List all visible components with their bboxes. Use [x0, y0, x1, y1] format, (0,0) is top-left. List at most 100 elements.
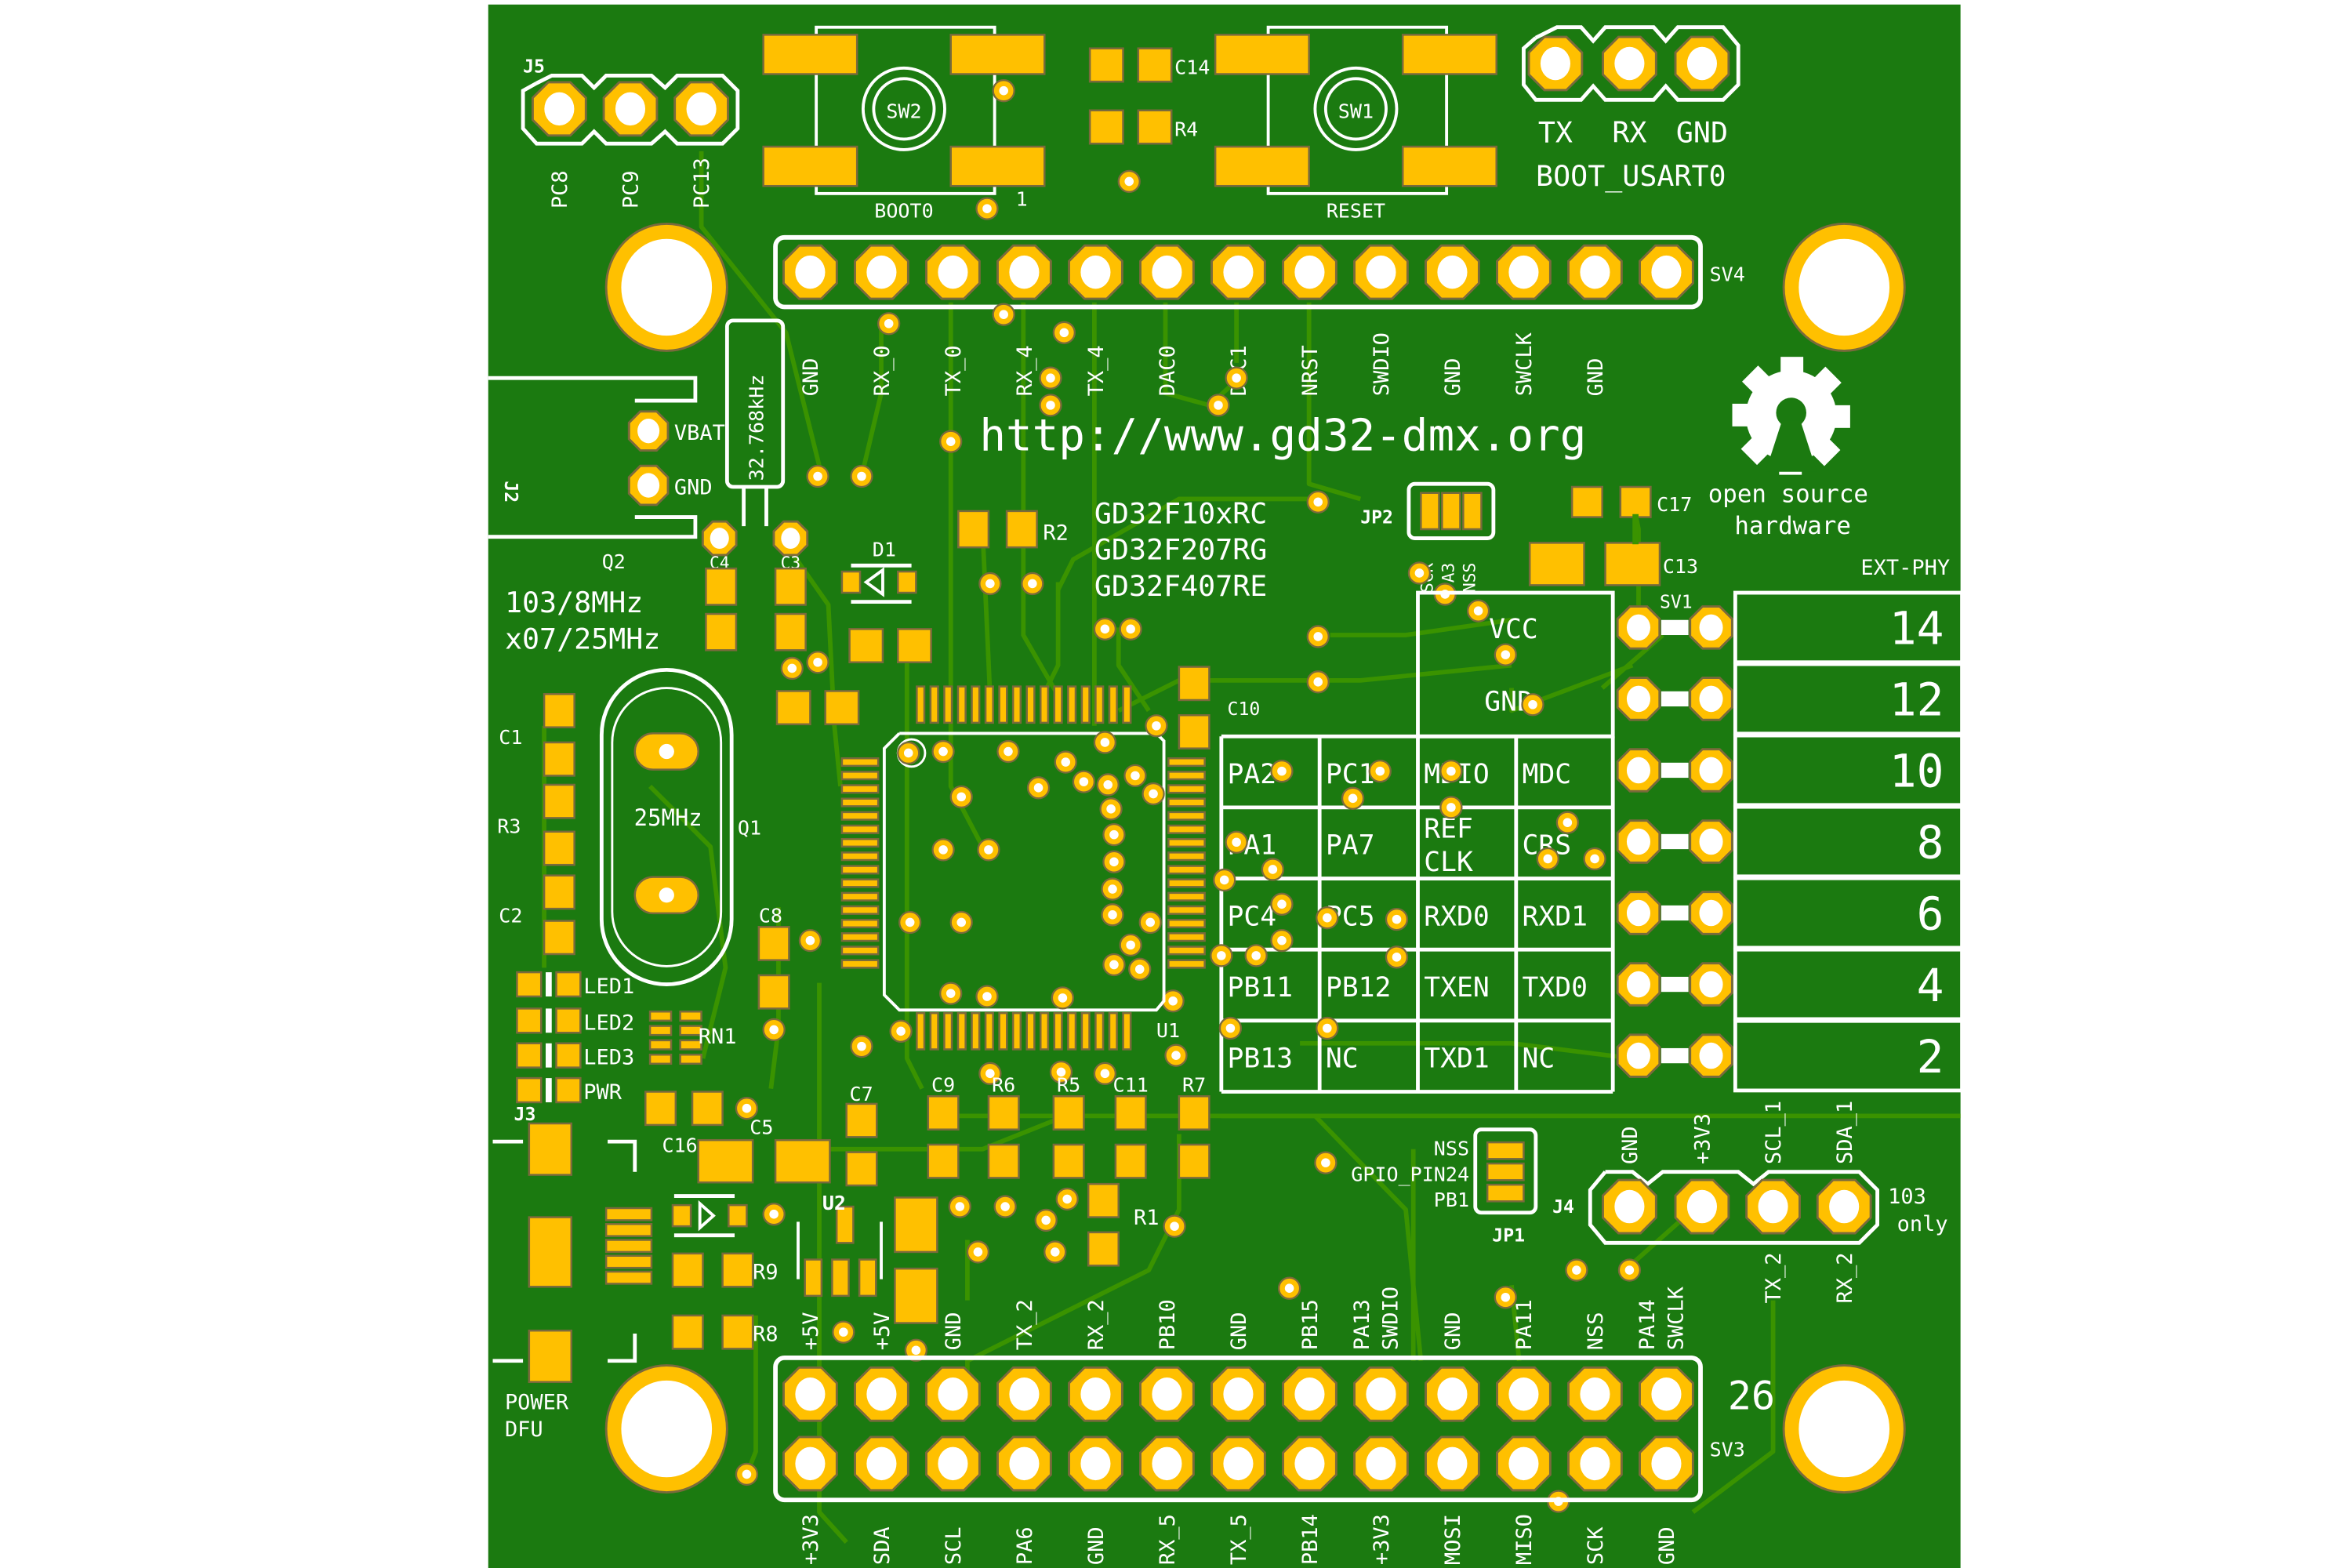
smd-pad	[927, 1095, 960, 1131]
via-hole	[1000, 1202, 1010, 1211]
mounting-hole-drill	[621, 238, 713, 336]
phy-signal-label: PB13	[1228, 1044, 1294, 1075]
phy-signal-label: TXD1	[1424, 1044, 1490, 1075]
qfp-pad	[840, 891, 880, 902]
led-polarity-mark	[546, 1043, 552, 1068]
qfp-pad	[998, 685, 1008, 724]
via-hole	[1392, 914, 1402, 924]
via-hole	[999, 85, 1008, 96]
refdes-led3: LED3	[583, 1046, 634, 1070]
drill-hole	[1366, 255, 1396, 289]
smd-pad	[957, 510, 990, 549]
via-hole	[1473, 606, 1483, 615]
via-hole	[1217, 951, 1226, 960]
smd-pad	[848, 628, 884, 663]
via-hole	[984, 845, 993, 855]
qfp-pad	[1094, 685, 1105, 724]
sv4-outline	[773, 234, 1703, 310]
via-hole	[1171, 1051, 1181, 1060]
qfp-pad	[971, 1011, 981, 1051]
via-hole	[956, 792, 967, 802]
via-hole	[1219, 875, 1229, 885]
phy-signal-label-line: CLK	[1424, 847, 1473, 878]
sv3-bottom-pin-label: SCL	[942, 1526, 966, 1565]
phy-pin-table: VCCGNDPA2PC1MDIOMDCPA1PA7REFCLKCRSPC4PC5…	[1161, 590, 1615, 1094]
smd-pad	[1137, 47, 1173, 83]
d1-pad	[896, 570, 917, 594]
copper-trace	[1509, 662, 1634, 713]
sv3-top-pin-label: SWDIO	[1379, 1287, 1403, 1350]
j2-outline-bottom	[488, 515, 698, 539]
rn1-pad	[679, 1039, 702, 1051]
copper-trace	[1056, 496, 1316, 591]
via-hole	[1528, 699, 1537, 710]
mcu-u1: U1	[762, 685, 1206, 1085]
led-polarity-mark	[546, 972, 552, 996]
via-hole	[857, 1041, 866, 1051]
via-hole	[985, 1069, 995, 1079]
j4-alt-label: TX_2	[1762, 1252, 1786, 1303]
smd-pad	[824, 690, 860, 726]
smd-pad	[1137, 109, 1173, 145]
via-hole	[1046, 401, 1055, 410]
jp2-pin-label: NSS	[1461, 563, 1480, 593]
smd-pad	[845, 1102, 878, 1138]
sv4-pin-label: SWCLK	[1512, 332, 1537, 396]
via-hole	[1225, 1023, 1236, 1033]
phy-signal-label: NC	[1326, 1044, 1359, 1075]
via-hole	[1277, 899, 1287, 909]
power-dfu-label: POWER	[505, 1390, 569, 1414]
j4-pin-label: +3V3	[1691, 1113, 1715, 1164]
refdes-r3: R3	[497, 815, 521, 838]
button-outline	[1266, 25, 1449, 195]
button-pad	[762, 34, 858, 75]
only-103-label: only	[1897, 1212, 1948, 1236]
button-pad	[949, 34, 1046, 75]
via-hole	[1108, 884, 1117, 894]
copper-trace	[1163, 302, 1241, 408]
smd-pad	[804, 1258, 823, 1298]
drill-hole	[1626, 614, 1651, 641]
drill-hole	[866, 255, 897, 289]
smd-pad	[845, 1151, 878, 1187]
via-hole	[1501, 650, 1511, 659]
pin1-marker: 1	[1016, 187, 1028, 210]
jp1-pad	[1486, 1141, 1525, 1160]
via-hole	[1033, 783, 1044, 793]
qfp-pad	[840, 797, 880, 808]
copper-trace	[948, 302, 985, 848]
drill-hole	[1614, 1189, 1645, 1224]
mcu-variant-label: GD32F207RG	[1094, 533, 1267, 567]
drill-hole	[1437, 1377, 1468, 1411]
usb-pad	[604, 1239, 653, 1254]
drill-hole	[1009, 1446, 1040, 1481]
sv3-bottom-pin-label: RX_5	[1156, 1514, 1180, 1565]
sv3-top-pin-label: +5V	[870, 1312, 895, 1351]
drill-hole	[1651, 1446, 1682, 1481]
phy-signal-label: PC4	[1228, 901, 1277, 932]
via-hole	[1126, 940, 1135, 950]
refdes-r8: R8	[753, 1323, 778, 1347]
mounting-hole	[1782, 1364, 1906, 1494]
smd-pad	[528, 1329, 573, 1384]
sv4-pin-label: GND	[1584, 358, 1608, 397]
copper-trace	[904, 650, 924, 1090]
smd-pad	[528, 1122, 573, 1176]
via-hole	[1277, 935, 1287, 946]
phy-signal-label: NC	[1523, 1044, 1555, 1075]
via-hole	[1061, 757, 1071, 767]
rn1-pad	[679, 1025, 702, 1036]
via-hole	[1313, 497, 1323, 507]
drill-hole	[1294, 1377, 1325, 1411]
button-pad	[762, 145, 858, 187]
smd-pad	[697, 1138, 754, 1184]
sv3-bottom-pin-label: MISO	[1512, 1514, 1537, 1565]
qfp-pad	[956, 1011, 967, 1051]
via-hole	[1004, 746, 1013, 757]
button-pad	[1401, 34, 1497, 75]
header-sv4: GNDRX_0TX_0RX_4TX_4DAC0DAC1NRSTSWDIOGNDS…	[773, 234, 1745, 397]
